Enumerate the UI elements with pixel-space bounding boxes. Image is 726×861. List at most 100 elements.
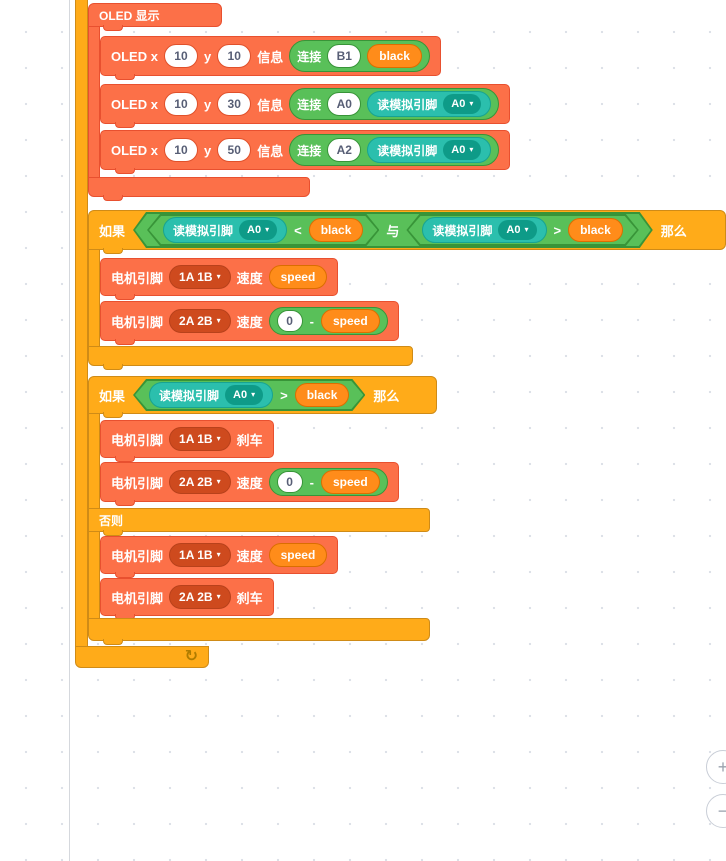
- if-label: 如果: [99, 388, 126, 404]
- minus-operator: -: [309, 474, 314, 490]
- motor-pin-block[interactable]: 电机引脚 2A 2B ▾ 速度 0 - speed: [100, 462, 399, 506]
- subtract-block[interactable]: 0 - speed: [268, 307, 388, 335]
- read-analog-pin-label: 读模拟引脚: [377, 143, 438, 158]
- oled-y-label: y: [203, 48, 212, 64]
- read-analog-pin-block[interactable]: 读模拟引脚 A0 ▾: [367, 91, 492, 117]
- variable-speed[interactable]: speed: [320, 309, 380, 333]
- less-than-block[interactable]: 读模拟引脚 A0 ▾ < black: [147, 214, 379, 246]
- if-block-1[interactable]: 如果 读模拟引脚 A0 ▾ < black 与 读模拟引脚 A0: [88, 210, 726, 254]
- dropdown-arrow-icon: ▾: [265, 225, 270, 234]
- forever-loop-arm[interactable]: [75, 0, 88, 646]
- oled-x-label: OLED x: [111, 48, 158, 64]
- variable-black[interactable]: black: [367, 44, 422, 68]
- oled-display-block[interactable]: OLED 显示: [88, 3, 222, 31]
- motor-pin-label: 电机引脚: [111, 475, 164, 491]
- motor-pin-block[interactable]: 电机引脚 2A 2B ▾ 速度 0 - speed: [100, 301, 399, 345]
- motor-mode-label: 速度: [236, 475, 263, 491]
- dropdown-arrow-icon: ▾: [216, 550, 221, 559]
- motor-pin-label: 电机引脚: [111, 590, 164, 606]
- motor-brake-label: 刹车: [236, 590, 263, 606]
- dropdown-arrow-icon: ▾: [216, 434, 221, 443]
- oled-display-label: OLED 显示: [99, 8, 160, 23]
- oled-y-input[interactable]: 50: [217, 138, 252, 162]
- greater-than-block[interactable]: 读模拟引脚 A0 ▾ > black: [133, 379, 365, 411]
- join-input-a[interactable]: A0: [327, 92, 362, 116]
- read-analog-pin-block[interactable]: 读模拟引脚 A0 ▾: [422, 217, 547, 243]
- read-analog-pin-label: 读模拟引脚: [377, 97, 438, 112]
- variable-speed[interactable]: speed: [268, 543, 328, 567]
- read-analog-pin-label: 读模拟引脚: [159, 388, 220, 403]
- oled-y-label: y: [203, 142, 212, 158]
- motor-brake-label: 刹车: [236, 432, 263, 448]
- read-analog-pin-block[interactable]: 读模拟引脚 A0 ▾: [149, 382, 274, 408]
- greater-than-operator: >: [280, 387, 288, 403]
- variable-black[interactable]: black: [568, 218, 623, 242]
- motor-pins-dropdown[interactable]: 1A 1B ▾: [169, 265, 231, 289]
- then-label: 那么: [373, 388, 400, 404]
- else-label: 否则: [99, 513, 124, 528]
- dropdown-arrow-icon: ▾: [251, 390, 256, 399]
- motor-pin-block[interactable]: 电机引脚 1A 1B ▾ 速度 speed: [100, 536, 339, 578]
- motor-mode-label: 速度: [236, 548, 263, 564]
- pin-dropdown[interactable]: A0 ▾: [225, 385, 264, 405]
- variable-black[interactable]: black: [294, 383, 350, 407]
- oled-x-input[interactable]: 10: [163, 92, 198, 116]
- if-block-1-bottom[interactable]: [88, 346, 413, 370]
- pin-dropdown[interactable]: A0 ▾: [498, 220, 537, 240]
- motor-pins-dropdown[interactable]: 2A 2B ▾: [169, 585, 231, 609]
- greater-than-operator: >: [553, 222, 562, 238]
- subtract-block[interactable]: 0 - speed: [268, 468, 388, 496]
- subtract-input-a[interactable]: 0: [276, 310, 303, 332]
- oled-x-input[interactable]: 10: [163, 44, 198, 68]
- subtract-input-a[interactable]: 0: [276, 471, 303, 493]
- motor-pins-dropdown[interactable]: 2A 2B ▾: [169, 309, 231, 333]
- motor-pins-dropdown[interactable]: 1A 1B ▾: [169, 543, 231, 567]
- motor-pin-label: 电机引脚: [111, 314, 164, 330]
- else-bar[interactable]: 否则: [88, 508, 430, 536]
- oled-display-arm[interactable]: [88, 27, 100, 177]
- variable-black[interactable]: black: [308, 218, 364, 242]
- pin-dropdown[interactable]: A0 ▾: [443, 140, 482, 160]
- zoom-out-button[interactable]: −: [706, 794, 726, 828]
- variable-speed[interactable]: speed: [320, 470, 380, 494]
- if-else-block[interactable]: 如果 读模拟引脚 A0 ▾ > black 那么: [88, 376, 437, 418]
- variable-speed[interactable]: speed: [268, 265, 328, 289]
- oled-print-block-3[interactable]: OLED x 10 y 50 信息 连接 A2 读模拟引脚 A0 ▾: [100, 130, 511, 174]
- oled-x-label: OLED x: [111, 142, 158, 158]
- if-else-block-bottom[interactable]: [88, 618, 430, 645]
- and-block[interactable]: 读模拟引脚 A0 ▾ < black 与 读模拟引脚 A0 ▾: [133, 212, 653, 248]
- motor-pins-dropdown[interactable]: 1A 1B ▾: [169, 427, 231, 451]
- join-input-a[interactable]: B1: [327, 44, 362, 68]
- pin-dropdown[interactable]: A0 ▾: [239, 220, 278, 240]
- motor-pins-value: 2A 2B: [179, 314, 213, 328]
- oled-y-input[interactable]: 10: [217, 44, 252, 68]
- join-block-1[interactable]: 连接 B1 black: [289, 40, 430, 72]
- motor-pins-dropdown[interactable]: 2A 2B ▾: [169, 470, 231, 494]
- read-analog-pin-block[interactable]: 读模拟引脚 A0 ▾: [163, 217, 288, 243]
- oled-x-input[interactable]: 10: [163, 138, 198, 162]
- dropdown-arrow-icon: ▾: [216, 477, 221, 486]
- oled-y-label: y: [203, 96, 212, 112]
- oled-print-block-1[interactable]: OLED x 10 y 10 信息 连接 B1 black: [100, 36, 441, 80]
- if-block-1-arm[interactable]: [88, 250, 100, 346]
- pin-value: A0: [451, 144, 466, 156]
- greater-than-block[interactable]: 读模拟引脚 A0 ▾ > black: [406, 214, 638, 246]
- join-input-a[interactable]: A2: [327, 138, 362, 162]
- zoom-in-button[interactable]: +: [706, 750, 726, 784]
- motor-pin-block[interactable]: 电机引脚 1A 1B ▾ 速度 speed: [100, 258, 339, 300]
- motor-pin-block[interactable]: 电机引脚 1A 1B ▾ 刹车: [100, 420, 274, 462]
- motor-pin-block[interactable]: 电机引脚 2A 2B ▾ 刹车: [100, 578, 274, 620]
- read-analog-pin-block[interactable]: 读模拟引脚 A0 ▾: [367, 137, 492, 163]
- oled-print-block-2[interactable]: OLED x 10 y 30 信息 连接 A0 读模拟引脚 A0 ▾: [100, 84, 511, 128]
- motor-pin-label: 电机引脚: [111, 270, 164, 286]
- pin-dropdown[interactable]: A0 ▾: [443, 94, 482, 114]
- join-block-2[interactable]: 连接 A0 读模拟引脚 A0 ▾: [289, 88, 500, 120]
- forever-loop-bottom[interactable]: ↻: [75, 646, 209, 668]
- join-block-3[interactable]: 连接 A2 读模拟引脚 A0 ▾: [289, 134, 500, 166]
- less-than-operator: <: [294, 222, 302, 238]
- motor-pins-value: 2A 2B: [179, 590, 213, 604]
- join-label: 连接: [297, 143, 322, 158]
- oled-y-input[interactable]: 30: [217, 92, 252, 116]
- dropdown-arrow-icon: ▾: [216, 592, 221, 601]
- oled-display-bottom[interactable]: [88, 177, 310, 201]
